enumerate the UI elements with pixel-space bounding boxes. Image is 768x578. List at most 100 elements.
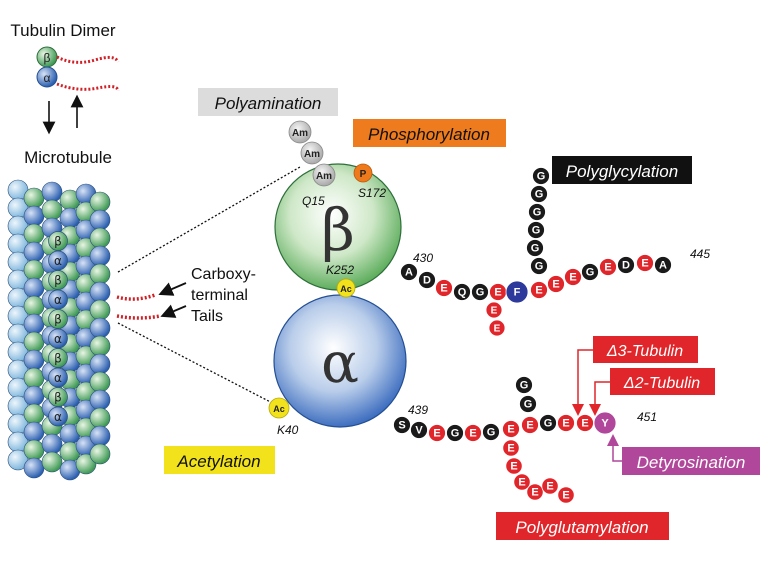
alpha-tail-residue-letter: E [526,420,533,432]
site-s172: S172 [358,186,386,200]
beta-tail-residue [435,279,453,297]
polyglutamylation-box: Polyglutamylation [496,512,669,540]
lattice-subunit-label: α [54,371,62,385]
beta-tail-residue-letter: D [423,275,431,287]
residue-number-439: 439 [408,403,428,417]
beta-tail-residue-letter: A [405,267,413,279]
svg-text:Ac: Ac [340,284,352,294]
alpha-tail-residue [464,424,482,442]
beta-tail-residue-letter: Q [458,287,467,299]
alpha-tail-residue-letter: G [451,428,460,440]
lattice-subunit [89,209,111,231]
lattice-subunit-label: β [54,391,62,405]
tails-label-line1: Carboxy- [191,266,256,283]
beta-tail-residue [636,254,654,272]
alpha-branch-glu-residue [557,486,575,504]
alpha-tail-residue [593,411,617,435]
delta3-arrow [572,349,593,416]
acetyl-marker-k252: Ac [336,278,356,298]
beta-branch-gly-residue [526,239,544,257]
alpha-branch-glu-residue-letter: E [562,490,569,502]
alpha-tail-residue [410,421,428,439]
alpha-branch-glu-residue-letter: E [546,481,553,493]
beta-branch-glu-residue [488,319,506,337]
beta-branch-glu-residue-letter: E [494,324,501,335]
lattice-subunit [89,425,111,447]
lattice-subunit [23,223,45,245]
alpha-tail-residue-letter: E [469,428,476,440]
tails-label-line3: Tails [191,308,223,325]
lattice-tail-lower [116,314,161,320]
lattice-labelled-subunit [48,328,68,349]
tubulin-dimer-title: Tubulin Dimer [10,21,116,40]
lattice-subunit [89,407,111,429]
lattice-subunit [41,451,63,473]
lattice-subunit [23,403,45,425]
alpha-tail-residue [393,416,411,434]
lattice-labelled-subunit [48,367,68,388]
alpha-tail-residue [482,423,500,441]
beta-branch-gly-residue [528,203,546,221]
lattice-labelled-subunit [48,348,68,368]
lattice-tail-upper [116,293,156,301]
lattice-subunit [89,191,111,213]
beta-tail-residue-letter: G [586,267,595,279]
lattice-subunit [89,245,111,267]
beta-tail-residue-letter: D [622,260,630,272]
svg-text:Ac: Ac [273,404,285,414]
beta-branch-gly-residue-letter: G [532,225,541,237]
lattice-labelled-subunit [48,309,68,329]
lattice-subunit [23,259,45,281]
residue-number-445: 445 [690,247,710,261]
alpha-branch-gly-residue-letter: G [520,380,529,392]
microtubule-title: Microtubule [24,148,112,167]
detyrosination-box: Detyrosination [622,447,760,475]
lattice-subunit-label: α [54,293,62,307]
beta-branch-gly-residue-letter: G [535,189,544,201]
small-beta-label: β [44,51,51,65]
lattice-labelled-subunit [48,406,68,427]
lattice-subunit [89,281,111,303]
alpha-tail-residue-letter: S [398,420,405,432]
site-k40: K40 [277,423,299,437]
alpha-tail-residue [539,414,557,432]
tail-pointer-upper [158,282,187,296]
lattice-subunit-label: α [54,254,62,268]
alpha-branch-glu-residue-letter: E [531,487,538,499]
residue-number-451: 451 [637,410,657,424]
beta-tail-residue [453,283,471,301]
beta-tail-residue-letter: A [659,260,667,272]
beta-tail-residue [599,258,617,276]
lattice-subunit [89,353,111,375]
lattice-subunit-label: β [54,352,62,366]
alpha-branch-glu-residue [505,457,523,475]
polyamination-box: Polyamination [198,88,338,116]
beta-branch-glu-residue-letter: E [491,306,498,317]
lattice-labelled-subunit [48,387,68,407]
polyglutamylation-label: Polyglutamylation [515,518,648,537]
alpha-tail-residue [446,424,464,442]
alpha-tail-residue-letter: G [487,427,496,439]
lattice-subunit [89,299,111,321]
beta-tail-residue [418,271,436,289]
beta-tail-residue-letter: E [494,287,501,299]
lattice-subunit [23,457,45,479]
tails-label-line2: terminal [191,287,248,304]
lattice-subunit [23,241,45,263]
alpha-tail-residue [428,424,446,442]
acetylation-label: Acetylation [176,452,260,471]
beta-branch-gly-residue [530,257,548,275]
alpha-tail-residue-letter: E [433,428,440,440]
beta-branch-glu-residue [485,301,503,319]
alpha-tail-residue [557,414,575,432]
lattice-subunit-label: β [54,235,62,249]
phospho-marker: P [353,163,373,183]
phosphorylation-label: Phosphorylation [368,125,490,144]
small-alpha-subunit [36,66,58,88]
lattice-subunit [23,277,45,299]
zoom-line-top [117,166,301,273]
detyrosination-arrow [607,434,622,462]
alpha-branch-glu-residue [513,473,531,491]
